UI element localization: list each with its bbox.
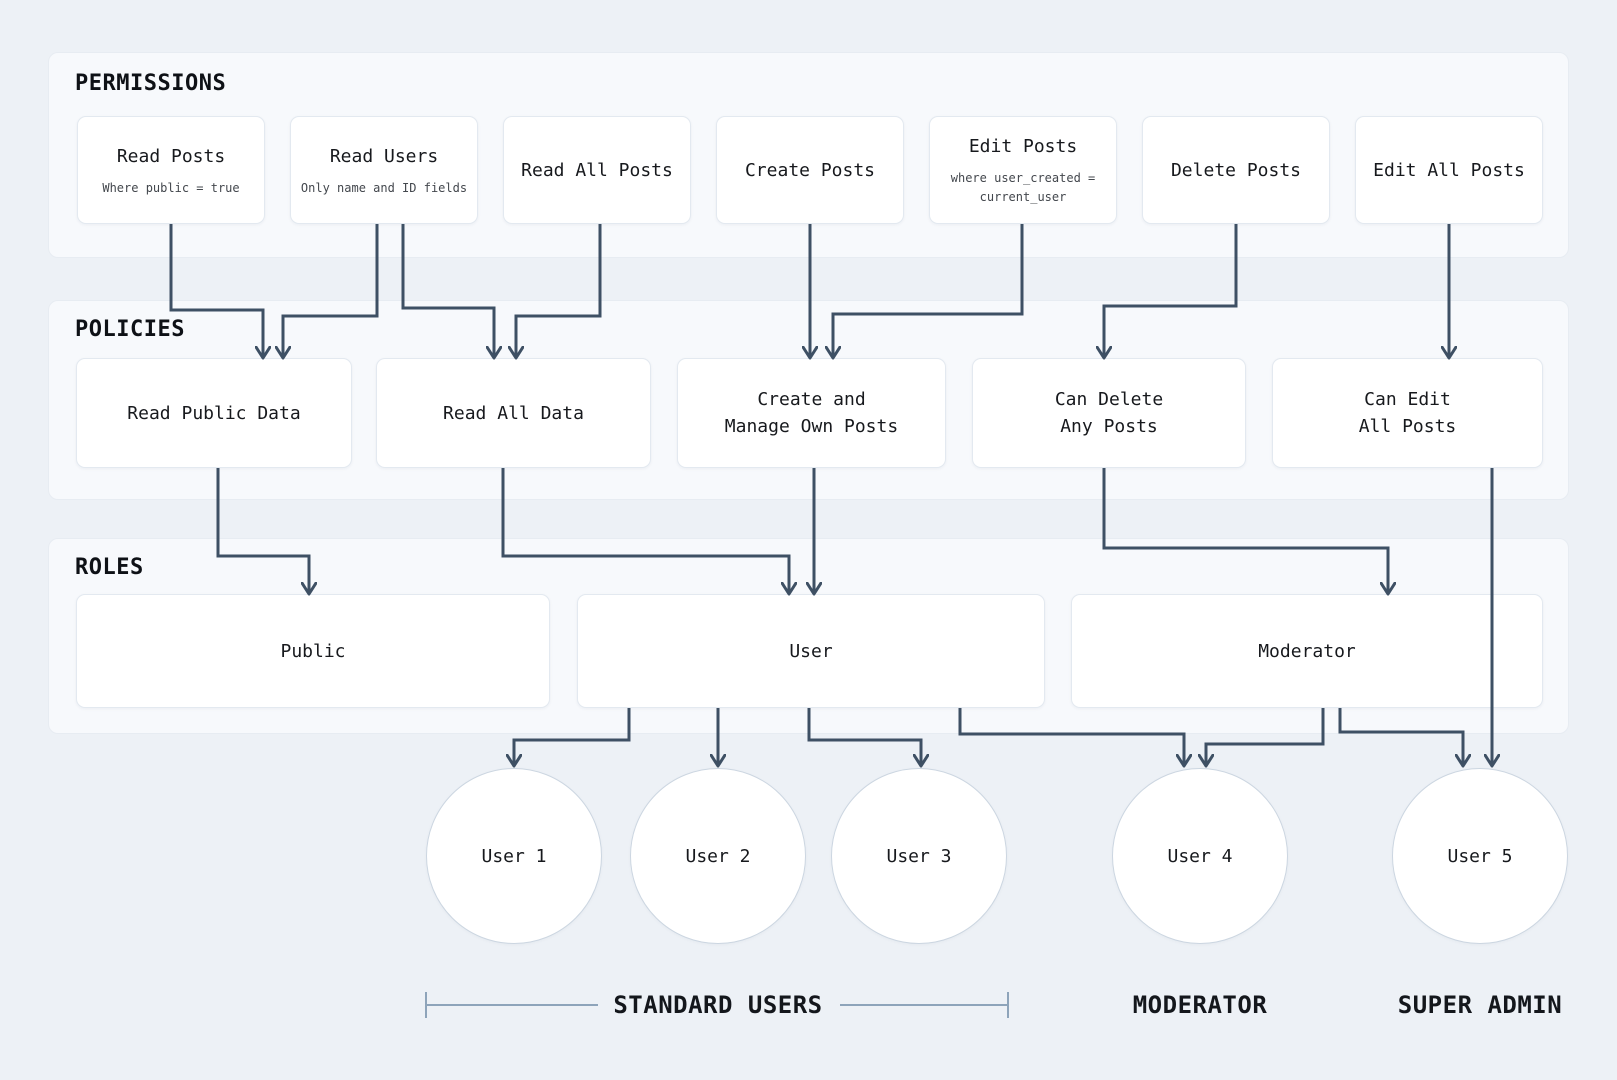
policy-label: Read Public Data	[127, 402, 301, 424]
policy-label-line-1: Can Edit	[1364, 389, 1451, 410]
policy-label-line-1: Create and	[757, 389, 866, 410]
user-label: User 3	[886, 845, 952, 867]
role-box-public: Public	[76, 594, 550, 708]
user-circle-1: User 1	[426, 768, 602, 944]
permission-label: Edit Posts	[968, 136, 1078, 158]
policy-label-line-2: Manage Own Posts	[724, 416, 899, 437]
permission-box-edit-posts: Edit Posts where user_created = current_…	[929, 116, 1117, 224]
role-box-moderator: Moderator	[1071, 594, 1543, 708]
group-label-moderator: MODERATOR	[1132, 991, 1268, 1019]
user-circle-3: User 3	[831, 768, 1007, 944]
user-circle-4: User 4	[1112, 768, 1288, 944]
user-circle-2: User 2	[630, 768, 806, 944]
user-label: User 5	[1447, 845, 1513, 867]
role-label: Moderator	[1258, 640, 1356, 662]
user-label: User 2	[685, 845, 751, 867]
permission-box-read-posts: Read Posts Where public = true	[77, 116, 265, 224]
policy-box-create-manage-own-posts: Create and Manage Own Posts	[677, 358, 946, 468]
policy-label-line-1: Can Delete	[1054, 389, 1164, 410]
group-label-standard-users: STANDARD USERS	[613, 991, 823, 1019]
permission-box-create-posts: Create Posts	[716, 116, 904, 224]
role-label: User	[789, 640, 833, 662]
role-label: Public	[280, 640, 346, 662]
permission-label: Edit All Posts	[1373, 159, 1525, 181]
permission-label: Read Posts	[116, 145, 226, 167]
permission-condition: Where public = true	[102, 180, 240, 195]
permission-condition: Only name and ID fields	[300, 180, 468, 195]
policies-title: POLICIES	[75, 317, 185, 342]
policy-label-line-2: Any Posts	[1060, 416, 1158, 437]
policy-label-line-2: All Posts	[1358, 416, 1457, 437]
permission-box-read-users: Read Users Only name and ID fields	[290, 116, 478, 224]
policy-box-read-all-data: Read All Data	[376, 358, 651, 468]
permission-label: Read Users	[329, 145, 439, 167]
user-label: User 1	[481, 845, 547, 867]
permission-condition: where user_created = current_user	[950, 171, 1096, 204]
roles-title: ROLES	[75, 555, 144, 580]
permission-box-read-all-posts: Read All Posts	[503, 116, 691, 224]
permission-label: Create Posts	[744, 159, 876, 181]
user-circle-5: User 5	[1392, 768, 1568, 944]
permissions-title: PERMISSIONS	[75, 71, 227, 96]
role-box-user: User	[577, 594, 1045, 708]
policy-box-read-public-data: Read Public Data	[76, 358, 352, 468]
user-label: User 4	[1167, 845, 1233, 867]
permission-label: Delete Posts	[1170, 159, 1302, 181]
policy-label: Read All Data	[443, 402, 584, 424]
policy-box-can-delete-any-posts: Can Delete Any Posts	[972, 358, 1246, 468]
permission-box-delete-posts: Delete Posts	[1142, 116, 1330, 224]
permission-box-edit-all-posts: Edit All Posts	[1355, 116, 1543, 224]
policy-box-can-edit-all-posts: Can Edit All Posts	[1272, 358, 1543, 468]
group-label-super-admin: SUPER ADMIN	[1397, 991, 1563, 1019]
permission-label: Read All Posts	[521, 159, 673, 181]
